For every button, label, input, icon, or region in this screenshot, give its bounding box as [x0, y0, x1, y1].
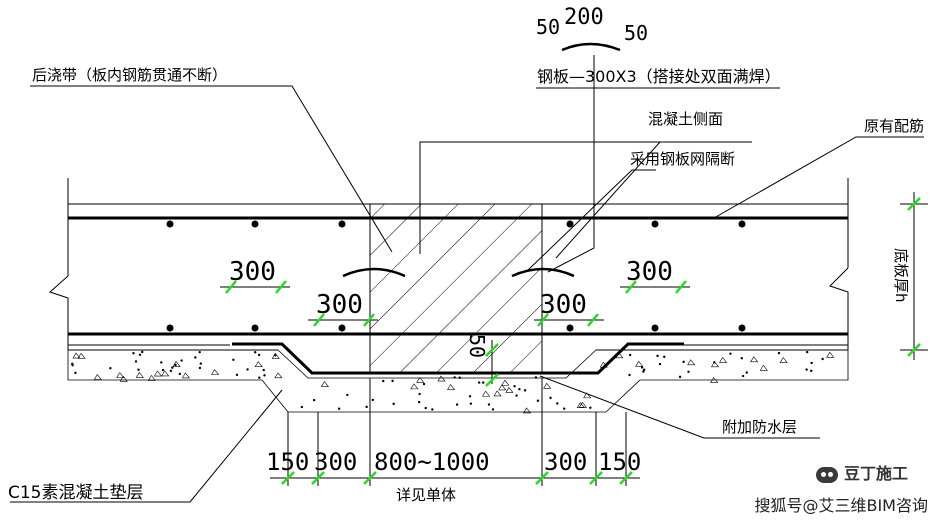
rebar-dots: [166, 220, 746, 332]
label-concrete-side-2: 采用钢板网隔断: [630, 150, 735, 168]
c15-cushion-layer: [67, 349, 849, 414]
dim-bottom-150-right: 150: [598, 448, 641, 476]
label-additional-waterproof: 附加防水层: [722, 418, 797, 436]
waterproof-layer: [232, 342, 684, 375]
dim-lower-right-300: 300: [540, 290, 587, 320]
dim-upper-right-300: 300: [626, 257, 673, 287]
rebar-lines: [68, 216, 848, 336]
label-c15-cushion: C15素混凝土垫层: [8, 483, 144, 503]
dimension-ticks: [225, 197, 921, 485]
dim-bottom-150-left: 150: [266, 448, 309, 476]
leader-lines: [10, 55, 924, 503]
watermark-brand: 豆丁施工: [815, 460, 908, 484]
wechat-icon: [815, 466, 838, 483]
dim-depth-50: 50: [465, 334, 489, 358]
dim-lower-left-300: 300: [316, 290, 363, 320]
dim-bottom-800-1000: 800~1000: [374, 448, 490, 476]
label-original-reinforcement: 原有配筋: [864, 117, 924, 135]
dim-bottom-300-right: 300: [544, 448, 587, 476]
dim-plate-200: 200: [564, 5, 604, 30]
label-steel-plate-spec: 钢板—300X3（搭接处双面满焊）: [537, 67, 781, 86]
dim-upper-left-300: 300: [229, 257, 276, 287]
dim-plate-50-left: 50: [536, 15, 560, 39]
post-pour-strip-hatch: [369, 203, 543, 373]
steel-plate-arcs: [342, 42, 621, 278]
watermark-source: 搜狐号@艾三维BIM咨询: [754, 496, 928, 515]
watermark-brand-text: 豆丁施工: [843, 464, 908, 483]
label-post-pour-strip: 后浇带（板内钢筋贯通不断）: [32, 66, 227, 84]
label-concrete-side-1: 混凝土侧面: [648, 110, 723, 128]
label-see-detail: 详见单体: [396, 486, 456, 504]
dim-plate-50-right: 50: [624, 21, 648, 45]
dim-bottom-300-left: 300: [314, 448, 357, 476]
label-floor-thickness: 底板厚h: [892, 248, 910, 303]
